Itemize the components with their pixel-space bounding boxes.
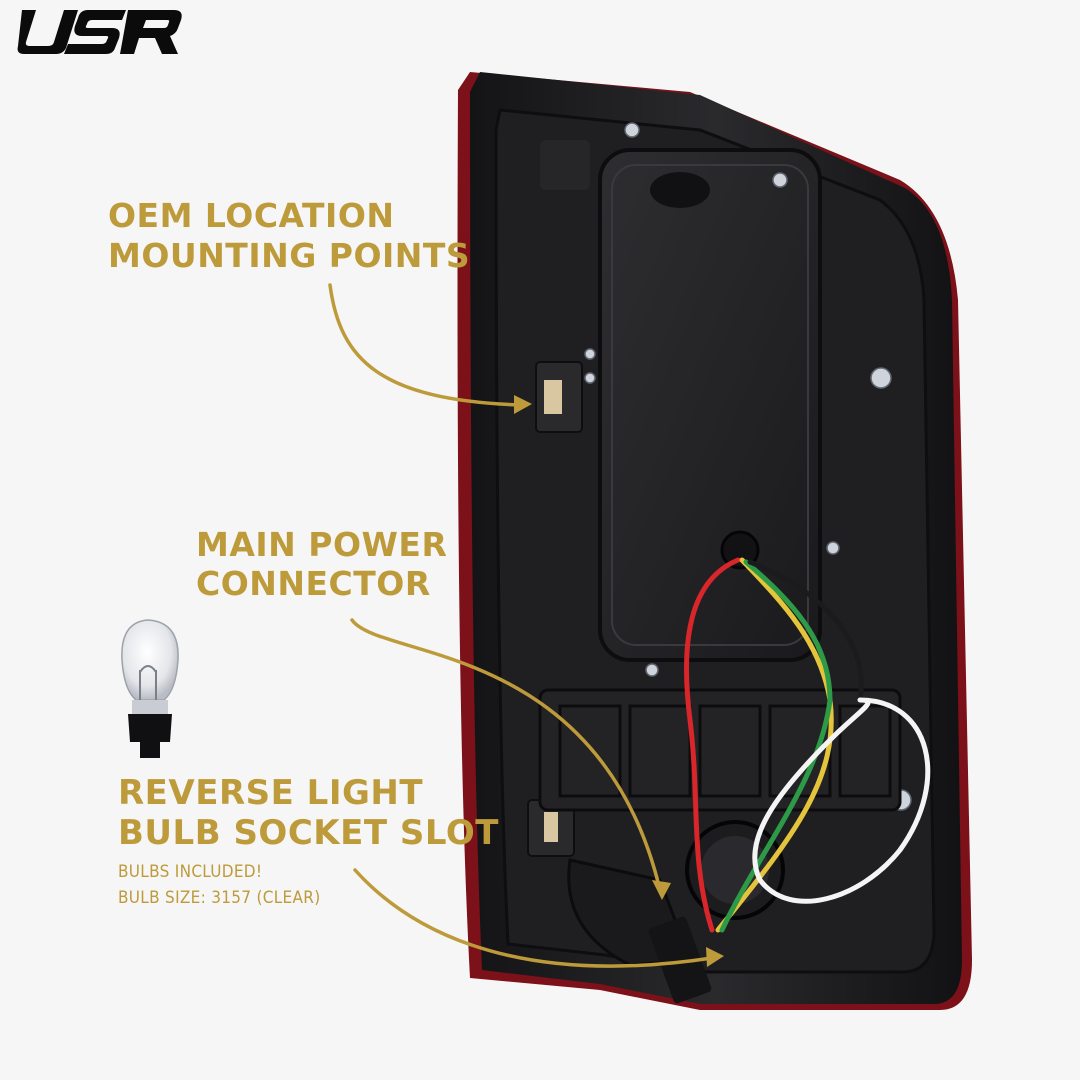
usr-logo bbox=[17, 10, 182, 54]
reverse-note-bulb-size: BULB SIZE: 3157 (CLEAR) bbox=[118, 888, 321, 908]
bulb-3157-icon bbox=[121, 619, 179, 758]
reverse-note-bulbs-included: BULBS INCLUDED! bbox=[118, 862, 263, 882]
lower-chambers bbox=[538, 688, 902, 812]
cover-plate bbox=[598, 148, 822, 662]
reverse-title-line2: BULB SOCKET SLOT bbox=[118, 813, 499, 853]
power-connector-plug bbox=[648, 916, 712, 1004]
mounting-title-line2: MOUNTING POINTS bbox=[108, 236, 471, 275]
mounting-title-line1: OEM LOCATION bbox=[108, 196, 395, 235]
callout-arrows bbox=[328, 283, 714, 968]
power-title-line2: CONNECTOR bbox=[196, 564, 431, 603]
power-title-line1: MAIN POWER bbox=[196, 525, 448, 564]
reverse-title-line1: REVERSE LIGHT bbox=[118, 773, 424, 813]
wire-harness bbox=[684, 557, 931, 933]
